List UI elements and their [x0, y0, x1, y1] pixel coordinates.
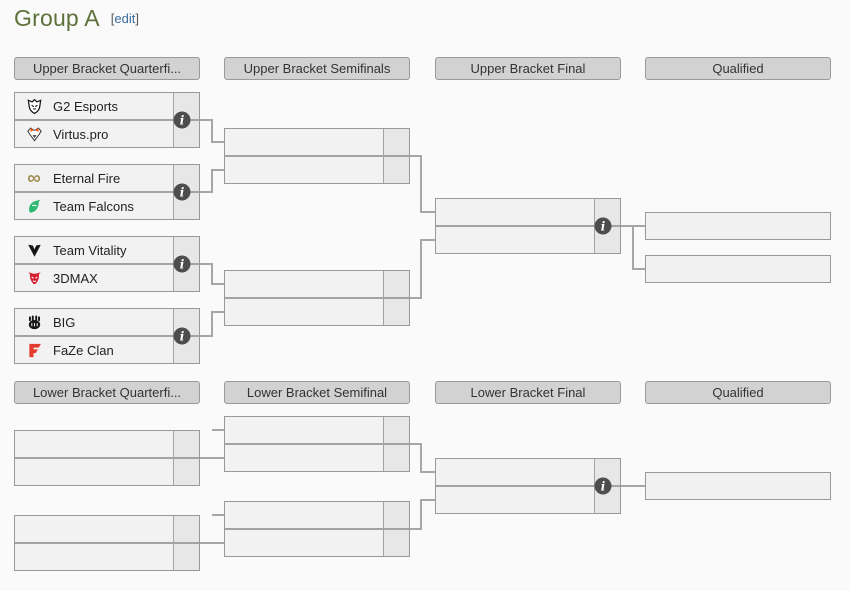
- empty-team-row: [15, 516, 199, 544]
- match-info-icon[interactable]: i: [173, 327, 191, 345]
- header-upper-bracket-quarterfinals: Upper Bracket Quarterfi...: [14, 57, 200, 80]
- empty-team-row: [225, 530, 409, 556]
- page-title: Group A: [14, 5, 100, 31]
- team-row[interactable]: ∞ Eternal Fire: [15, 165, 199, 193]
- team-row[interactable]: Virtus.pro: [15, 121, 199, 147]
- match-ub-final: i: [435, 198, 621, 254]
- team-falcons-logo-icon: [15, 197, 53, 216]
- connector-ubqf2-ubsf1: [200, 169, 224, 193]
- match-info-icon[interactable]: i: [173, 183, 191, 201]
- empty-team-row: [225, 502, 409, 530]
- empty-team-row: [15, 544, 199, 570]
- header-lower-bracket-quarterfinals: Lower Bracket Quarterfi...: [14, 381, 200, 404]
- team-row[interactable]: Team Vitality: [15, 237, 199, 265]
- empty-team-row: [225, 129, 409, 157]
- score-cell: [383, 445, 409, 471]
- header-lower-bracket-final: Lower Bracket Final: [435, 381, 621, 404]
- empty-team-row: [436, 487, 620, 513]
- team-row[interactable]: 3DMAX: [15, 265, 199, 291]
- score-cell: [383, 129, 409, 155]
- empty-team-row: [225, 299, 409, 325]
- team-row[interactable]: BIG: [15, 309, 199, 337]
- edit-link-wrapper: [edit]: [111, 11, 139, 26]
- team-name: Team Vitality: [53, 242, 127, 258]
- connector-lbsf2-lbf: [410, 499, 435, 530]
- header-qualified-upper: Qualified: [645, 57, 831, 80]
- match-ub-quarterfinal-1: G2 Esports Virtus.pro i: [14, 92, 200, 148]
- team-name: G2 Esports: [53, 98, 119, 114]
- connector-ubqf1-ubsf1: [200, 119, 224, 143]
- empty-team-row: [15, 459, 199, 485]
- team-vitality-logo-icon: [15, 241, 53, 260]
- empty-team-row: [436, 459, 620, 487]
- qualified-slot-2: [645, 255, 831, 283]
- match-ub-quarterfinal-4: BIG FaZe Clan i: [14, 308, 200, 364]
- match-lb-quarterfinal-2: [14, 515, 200, 571]
- score-cell: [383, 271, 409, 297]
- team-name: FaZe Clan: [53, 342, 114, 358]
- empty-team-row: [225, 271, 409, 299]
- match-lb-semifinal-1: [224, 416, 410, 472]
- empty-team-row: [225, 445, 409, 471]
- connector-ubsf2-ubf: [410, 239, 435, 299]
- faze-clan-logo-icon: [15, 341, 53, 360]
- empty-team-row: [225, 157, 409, 183]
- team-row[interactable]: FaZe Clan: [15, 337, 199, 363]
- score-cell: [383, 417, 409, 443]
- virtus-pro-logo-icon: [15, 125, 53, 144]
- team-name: BIG: [53, 314, 76, 330]
- connector-ubqf4-ubsf2: [200, 311, 224, 337]
- eternal-fire-logo-icon: ∞: [27, 167, 41, 189]
- score-cell: [173, 544, 199, 570]
- score-cell: [173, 431, 199, 457]
- score-cell: [173, 516, 199, 542]
- connector-ubsf1-ubf: [410, 155, 435, 213]
- score-cell: [383, 502, 409, 528]
- score-cell: [383, 530, 409, 556]
- team-name: Eternal Fire: [53, 170, 121, 186]
- edit-bracket-close: ]: [135, 11, 140, 26]
- section-title-row: Group A [edit]: [14, 5, 139, 32]
- connector-ubqf3-ubsf2: [200, 263, 224, 285]
- connector-ubf-qualified2: [632, 226, 645, 270]
- qualified-slot-1: [645, 212, 831, 240]
- team-row[interactable]: G2 Esports: [15, 93, 199, 121]
- connector-lbsf1-lbf: [410, 443, 435, 473]
- empty-team-row: [436, 199, 620, 227]
- match-lb-semifinal-2: [224, 501, 410, 557]
- edit-bracket-open: [: [110, 11, 115, 26]
- match-info-icon[interactable]: i: [173, 255, 191, 273]
- empty-team-row: [225, 417, 409, 445]
- match-info-icon[interactable]: i: [594, 217, 612, 235]
- match-lb-quarterfinal-1: [14, 430, 200, 486]
- empty-team-row: [436, 227, 620, 253]
- header-lower-bracket-semifinal: Lower Bracket Semifinal: [224, 381, 410, 404]
- score-cell: [173, 459, 199, 485]
- team-name: Virtus.pro: [53, 126, 109, 142]
- team-name: 3DMAX: [53, 270, 98, 286]
- header-qualified-lower: Qualified: [645, 381, 831, 404]
- empty-team-row: [15, 431, 199, 459]
- match-info-icon[interactable]: i: [173, 111, 191, 129]
- g2-esports-logo-icon: [15, 97, 53, 116]
- score-cell: [383, 157, 409, 183]
- match-lb-final: i: [435, 458, 621, 514]
- match-info-icon[interactable]: i: [594, 477, 612, 495]
- big-logo-icon: [15, 313, 53, 332]
- header-upper-bracket-final: Upper Bracket Final: [435, 57, 621, 80]
- score-cell: [383, 299, 409, 325]
- match-ub-quarterfinal-3: Team Vitality 3DMAX i: [14, 236, 200, 292]
- 3dmax-logo-icon: [15, 269, 53, 288]
- header-upper-bracket-semifinals: Upper Bracket Semifinals: [224, 57, 410, 80]
- match-ub-semifinal-1: [224, 128, 410, 184]
- team-name: Team Falcons: [53, 198, 134, 214]
- match-ub-quarterfinal-2: ∞ Eternal Fire Team Falcons i: [14, 164, 200, 220]
- team-row[interactable]: Team Falcons: [15, 193, 199, 219]
- edit-link[interactable]: edit: [114, 11, 136, 26]
- match-ub-semifinal-2: [224, 270, 410, 326]
- qualified-slot-3: [645, 472, 831, 500]
